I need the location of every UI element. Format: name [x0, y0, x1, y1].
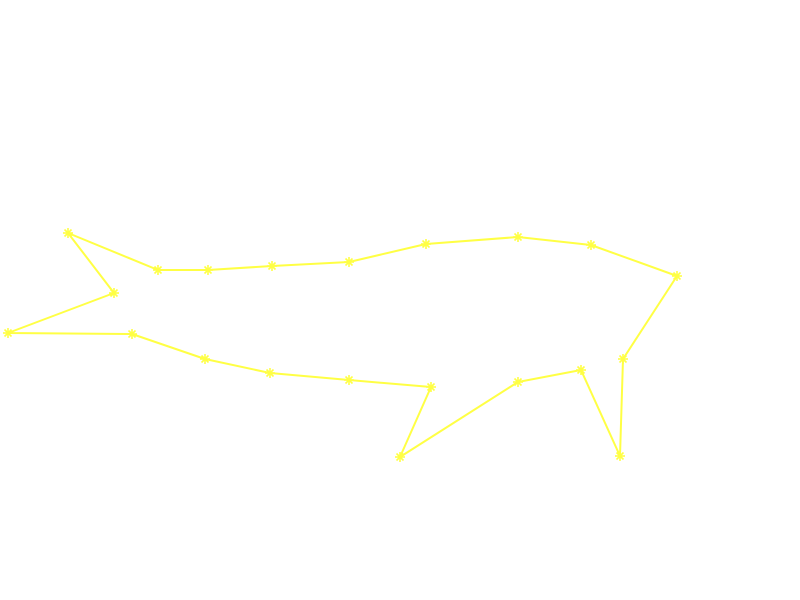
vertex-marker	[63, 228, 73, 238]
vertex-marker	[586, 240, 596, 250]
vertex-marker	[109, 288, 119, 298]
vertex-marker	[344, 257, 354, 267]
vertex-marker	[618, 354, 628, 364]
vertex-marker	[513, 377, 523, 387]
vertex-marker	[153, 265, 163, 275]
vertex-marker	[127, 329, 137, 339]
shape-outline	[7, 232, 678, 458]
vertex-marker	[3, 328, 13, 338]
vertex-marker	[615, 451, 625, 461]
vertex-marker	[576, 365, 586, 375]
vertex-marker	[395, 452, 405, 462]
vertex-marker	[344, 375, 354, 385]
vertex-marker	[426, 382, 436, 392]
vertex-marker	[513, 232, 523, 242]
vertex-marker	[267, 261, 277, 271]
vertex-marker	[200, 354, 210, 364]
vertex-markers	[3, 228, 682, 462]
vertex-marker	[265, 368, 275, 378]
vertex-marker	[672, 271, 682, 281]
vertex-marker	[203, 265, 213, 275]
vertex-marker	[421, 239, 431, 249]
